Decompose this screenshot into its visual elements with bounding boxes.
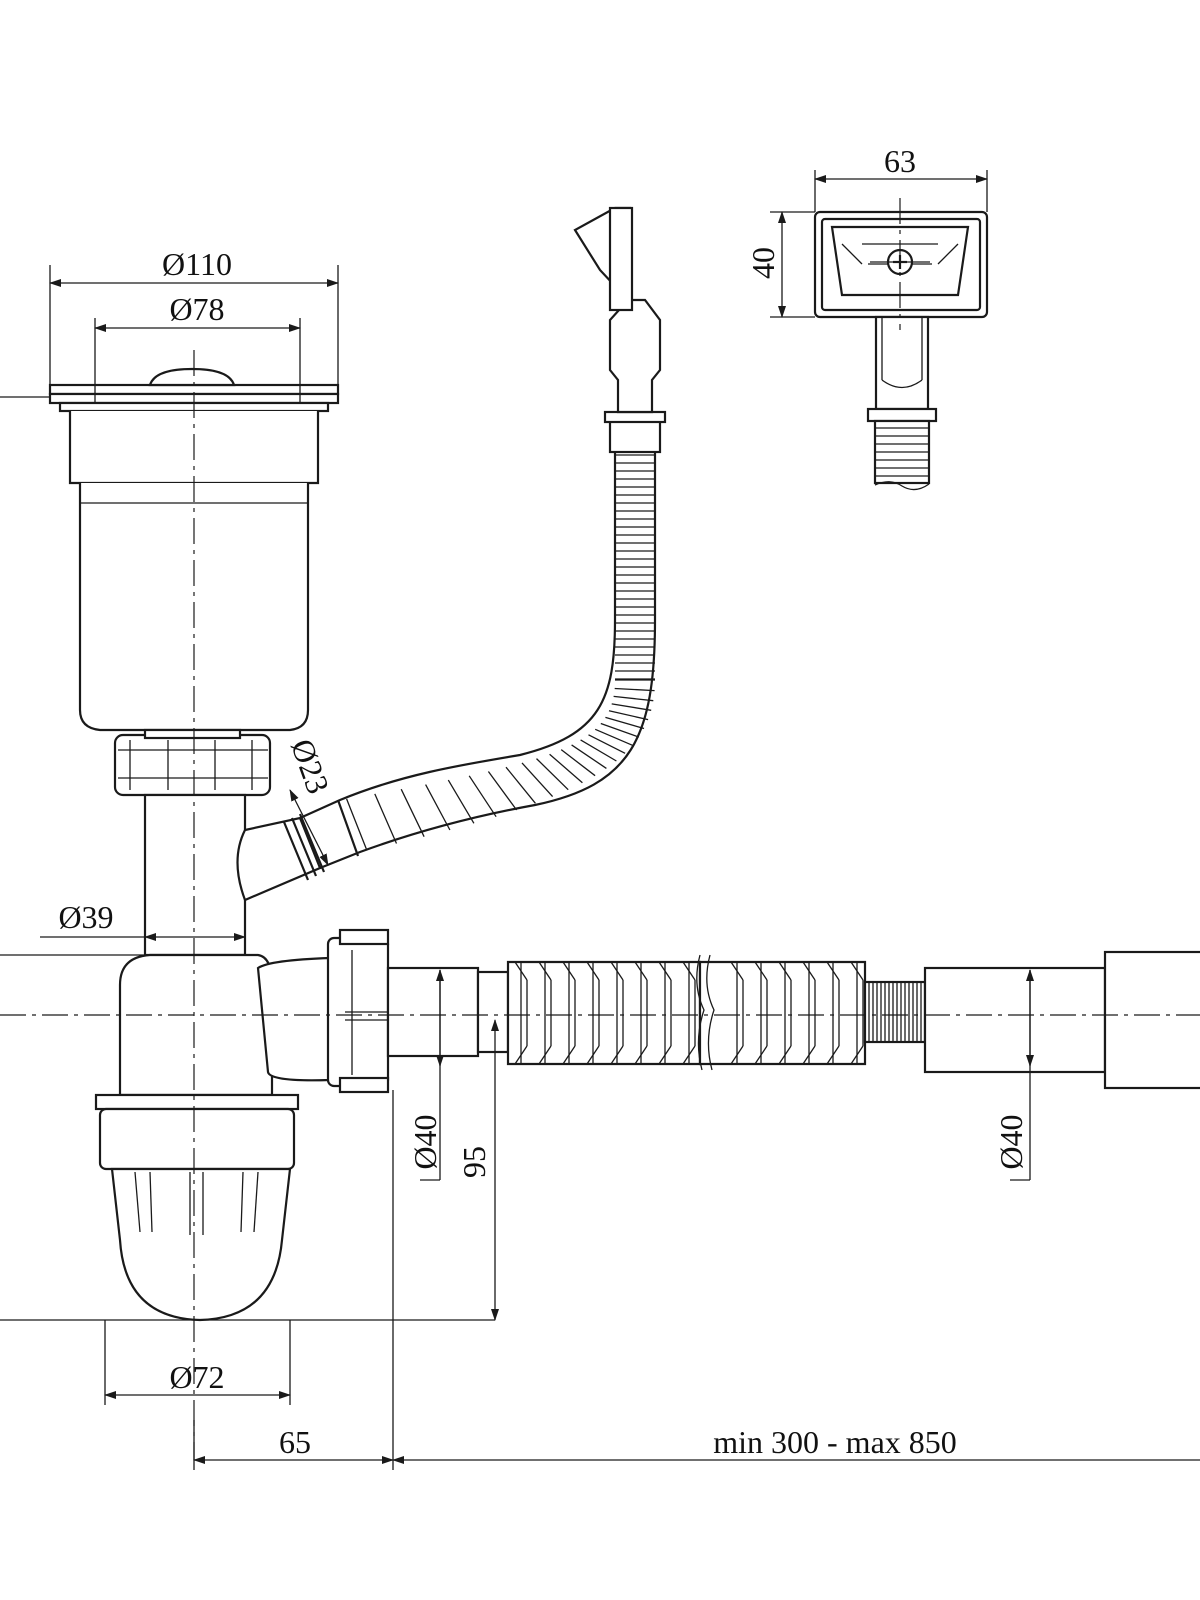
dim-tailpipe-diameter: Ø39 bbox=[58, 899, 113, 935]
dim-bottle-diameter: Ø72 bbox=[169, 1359, 224, 1395]
outlet-corrugated-hose bbox=[386, 950, 1200, 1090]
tailpipe bbox=[143, 793, 322, 957]
dim-overflow-width: 63 bbox=[884, 143, 916, 179]
dim-outlet-diameter-right: Ø40 bbox=[993, 1114, 1029, 1169]
dim-overflow-hose-diameter: Ø23 bbox=[284, 734, 337, 798]
dim-outlet-height: 95 bbox=[456, 1146, 492, 1178]
dim-outlet-diameter-left: Ø40 bbox=[407, 1114, 443, 1169]
overflow-hose bbox=[282, 206, 667, 881]
dim-overflow-height: 40 bbox=[745, 247, 781, 279]
overflow-head bbox=[813, 210, 989, 491]
dim-hose-length-range: min 300 - max 850 bbox=[713, 1424, 957, 1460]
bottle-trap bbox=[94, 953, 332, 1322]
dim-outer-flange-diameter: Ø110 bbox=[162, 246, 232, 282]
dim-grate-diameter: Ø78 bbox=[169, 291, 224, 327]
dimension-lines bbox=[40, 175, 1200, 1464]
sink-drain-strainer bbox=[48, 367, 340, 797]
dim-offset-65: 65 bbox=[279, 1424, 311, 1460]
outlet-nut bbox=[326, 928, 390, 1094]
center-lines bbox=[0, 198, 1200, 1460]
